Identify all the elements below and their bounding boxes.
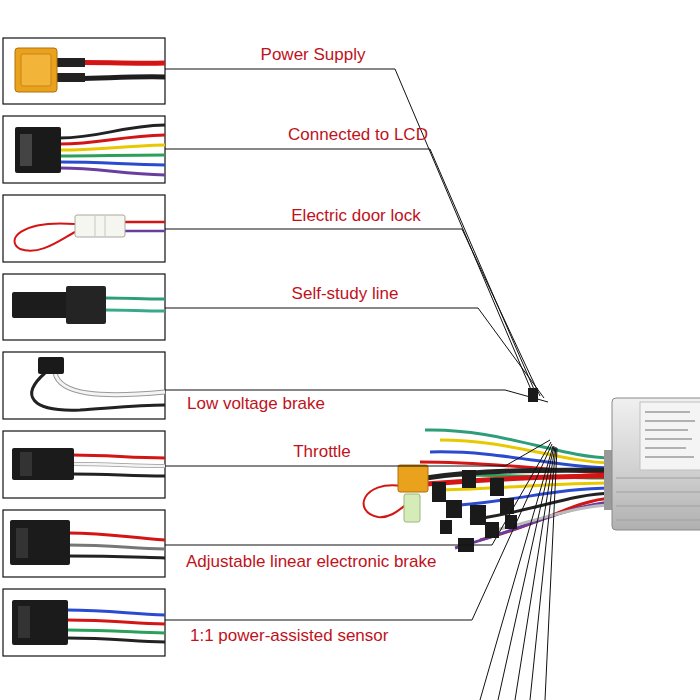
small-connectors xyxy=(432,470,517,552)
xt60-connector xyxy=(398,465,428,492)
white-wire xyxy=(55,373,165,395)
xt60-connector xyxy=(15,48,57,92)
leader-line xyxy=(165,229,540,396)
leader-line xyxy=(515,447,555,700)
lcd-connector xyxy=(15,127,61,173)
small-connector xyxy=(500,498,514,514)
leader-line xyxy=(165,149,536,394)
white-wire xyxy=(72,464,165,466)
black-wire xyxy=(32,373,165,410)
housing-fin xyxy=(616,478,700,520)
connector-face xyxy=(20,452,32,476)
leader-line xyxy=(165,444,552,620)
purple-wire xyxy=(60,168,165,175)
green-wire xyxy=(60,155,165,156)
connector-frame xyxy=(3,274,165,340)
self-study-plug xyxy=(12,292,68,318)
leader-line xyxy=(165,440,550,466)
heat-shrink xyxy=(55,58,85,67)
connector-face xyxy=(20,134,32,166)
green-wire xyxy=(105,298,165,299)
door-lock-connector xyxy=(404,494,420,522)
red-wire xyxy=(60,135,165,144)
red-wire-loop xyxy=(15,223,75,250)
white-connector xyxy=(75,215,125,237)
wire-bundle xyxy=(420,430,612,548)
controller-label-plate xyxy=(640,402,700,470)
connector-label: Electric door lock xyxy=(291,206,420,226)
brake-connector xyxy=(10,520,70,565)
gray-wire xyxy=(68,545,165,549)
blue-wire xyxy=(67,610,165,615)
green-wire xyxy=(105,310,165,311)
connector-label: Throttle xyxy=(293,442,351,462)
small-connector xyxy=(490,478,504,496)
connector-label: Self-study line xyxy=(292,284,399,304)
connector-frame xyxy=(3,352,165,419)
red-wire xyxy=(68,533,165,540)
red-power-wire xyxy=(426,476,612,484)
connector-face xyxy=(16,528,28,558)
yellow-wire xyxy=(60,145,165,150)
connector-frame xyxy=(3,116,165,183)
sensor-connector xyxy=(12,600,68,645)
xt60-face xyxy=(21,54,51,86)
purple-wire xyxy=(125,230,165,233)
small-connector xyxy=(462,470,476,488)
connector-face xyxy=(18,606,30,638)
small-connector xyxy=(505,515,517,529)
controller-housing xyxy=(612,398,700,530)
black-wire xyxy=(68,556,165,558)
blue-wire xyxy=(60,162,165,165)
connector-frames xyxy=(3,38,165,656)
red-wire xyxy=(125,221,165,224)
leader-line xyxy=(165,308,544,398)
red-wire xyxy=(72,455,165,458)
small-connector xyxy=(446,500,462,518)
wire-outline xyxy=(72,464,165,466)
connector-frame xyxy=(3,510,165,577)
connector-ridge xyxy=(95,215,105,237)
leader-line xyxy=(545,448,557,700)
connector-label: Adjustable linear electronic brake xyxy=(186,552,436,572)
leader-line xyxy=(480,446,553,700)
small-connector xyxy=(440,520,452,534)
leader-line xyxy=(530,447,556,700)
connector-frame xyxy=(3,431,165,498)
connector-frame xyxy=(3,195,165,262)
throttle-connector xyxy=(12,448,74,480)
leader-line xyxy=(165,442,551,545)
connector-frame xyxy=(3,38,165,104)
label-print xyxy=(645,412,695,457)
cable-clip xyxy=(528,388,538,402)
connector-label: 1:1 power-assisted sensor xyxy=(190,626,388,646)
self-study-socket xyxy=(66,286,106,324)
leader-lines xyxy=(165,69,557,700)
small-connector xyxy=(432,482,446,502)
connector-label: Connected to LCD xyxy=(288,125,428,145)
red-wire xyxy=(67,620,165,624)
heat-shrink xyxy=(55,73,85,82)
wire-outline xyxy=(55,373,165,395)
connector-frame xyxy=(3,589,165,656)
connector-label: Power Supply xyxy=(261,45,366,65)
green-wire xyxy=(425,430,612,458)
black-wire xyxy=(72,474,165,476)
green-wire xyxy=(67,630,165,633)
leader-line xyxy=(498,446,554,700)
connector-label: Low voltage brake xyxy=(187,394,325,414)
small-connector xyxy=(470,505,486,525)
brake-connector xyxy=(38,357,64,374)
leader-line xyxy=(165,69,532,392)
black-wire xyxy=(67,638,165,642)
